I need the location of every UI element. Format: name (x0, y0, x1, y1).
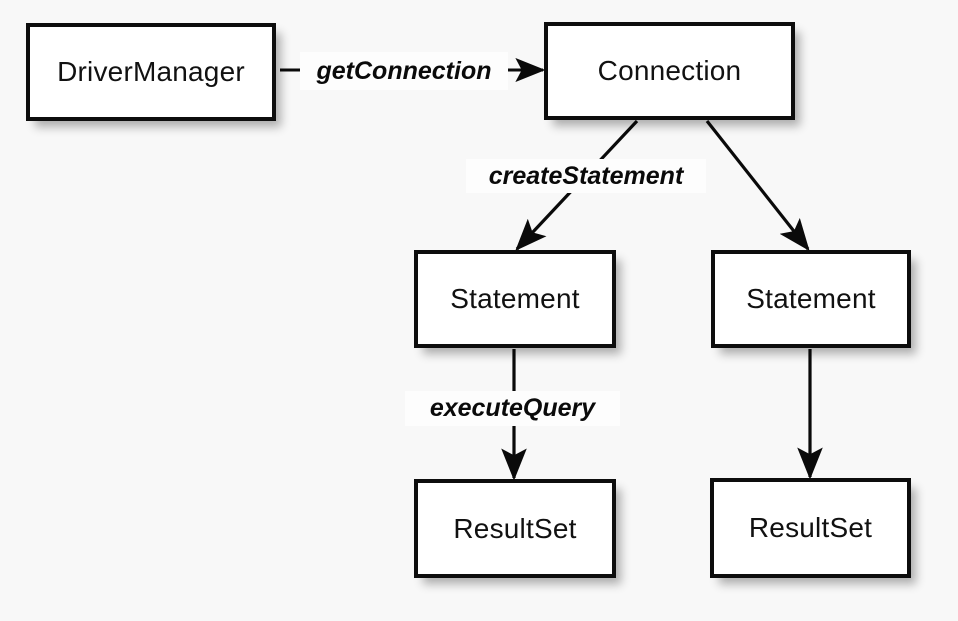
edge-label-executequery: executeQuery (405, 391, 620, 426)
node-resultset-right-label: ResultSet (748, 512, 873, 543)
node-drivermanager[interactable]: DriverManager (26, 23, 276, 121)
edge-label-getconnection: getConnection (300, 52, 508, 90)
edge-label-createstatement: createStatement (466, 159, 706, 193)
node-statement-right[interactable]: Statement (711, 250, 911, 348)
node-statement-left[interactable]: Statement (414, 250, 616, 348)
node-statement-right-label: Statement (746, 283, 876, 314)
node-resultset-right[interactable]: ResultSet (710, 478, 911, 578)
node-resultset-left[interactable]: ResultSet (414, 479, 616, 578)
node-statement-left-label: Statement (450, 283, 580, 314)
edge-createstatement-right-line (705, 120, 810, 252)
node-resultset-left-label: ResultSet (453, 512, 577, 544)
node-connection[interactable]: Connection (544, 22, 795, 120)
node-connection-label: Connection (597, 55, 742, 86)
node-drivermanager-label: DriverManager (57, 56, 245, 87)
